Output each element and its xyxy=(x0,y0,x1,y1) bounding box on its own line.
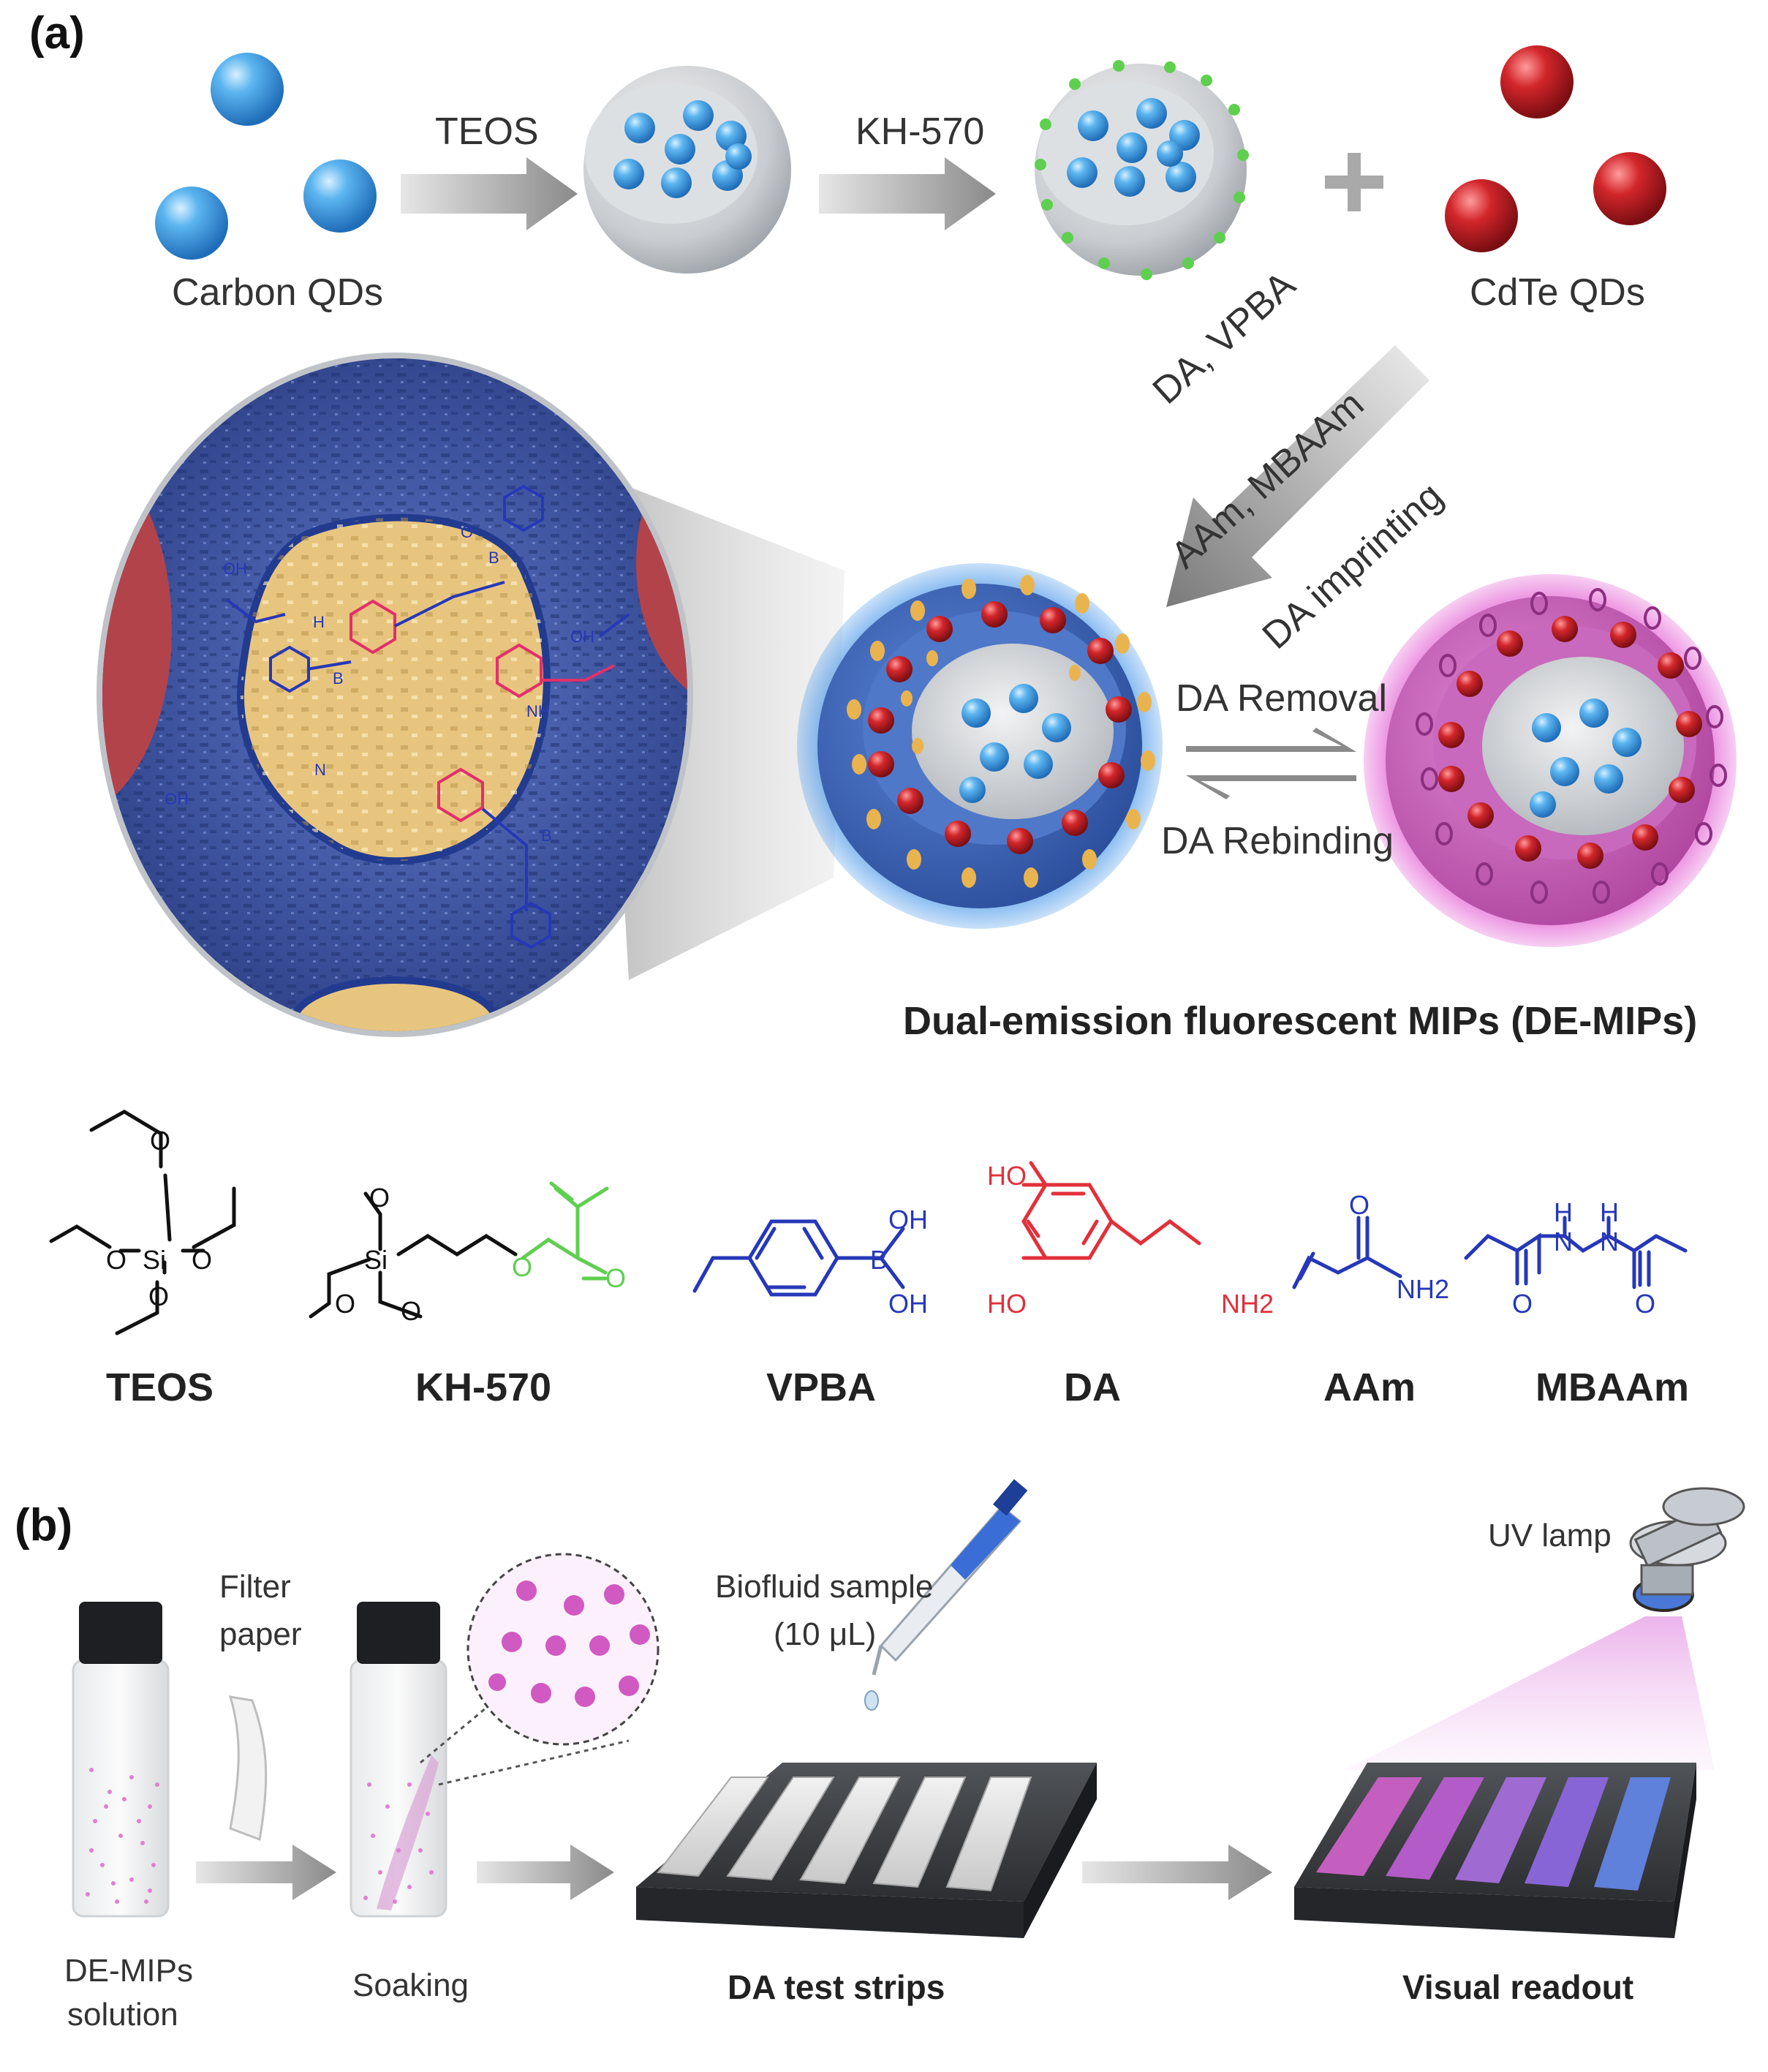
de-mips-vial xyxy=(72,1602,170,1918)
zoom-label-oh2: OH xyxy=(570,628,594,646)
chemical-structures xyxy=(49,1110,1688,1336)
uv-lamp-label: UV lamp xyxy=(1488,1518,1612,1553)
zoom-label-b: B xyxy=(488,549,499,567)
imprinting-arrow xyxy=(1166,345,1429,607)
carbon-qds-label: Carbon QDs xyxy=(172,271,383,314)
teos-arrow-label: TEOS xyxy=(435,110,539,153)
biofluid-label-1: Biofluid sample xyxy=(715,1569,934,1605)
pipette-icon xyxy=(864,1479,1028,1711)
soaking-label: Soaking xyxy=(352,1967,469,2003)
da-removal-label: DA Removal xyxy=(1176,677,1387,720)
zoom-detail-circle: OH H O B B NH OH N OH B xyxy=(97,353,693,1037)
kh570-o-bottom: O xyxy=(401,1296,421,1326)
readout-test-strip-board xyxy=(1294,1763,1696,1938)
plus-sign xyxy=(1325,153,1383,211)
kh570-arrow-label: KH-570 xyxy=(855,110,985,153)
zoom-label-h: H xyxy=(313,613,325,631)
teos-o-bottom: O xyxy=(148,1281,169,1311)
zoom-label-b3: B xyxy=(541,826,552,845)
mbaam-n2: N xyxy=(1600,1227,1619,1257)
pink-de-mip-sphere xyxy=(1364,574,1737,947)
da-ho-top: HO xyxy=(987,1161,1027,1191)
blue-de-mip-sphere xyxy=(797,563,1163,929)
mbaam-o1: O xyxy=(1512,1289,1533,1319)
process-arrow-2 xyxy=(477,1845,614,1900)
zoom-label-n: N xyxy=(314,761,326,779)
kh570-o-left: O xyxy=(335,1289,355,1319)
aam-o: O xyxy=(1349,1190,1370,1220)
de-mips-title: Dual-emission fluorescent MIPs (DE-MIPs) xyxy=(903,999,1698,1043)
mbaam-o2: O xyxy=(1635,1289,1655,1319)
vpba-structure xyxy=(692,1219,905,1297)
aam-nh2: NH2 xyxy=(1397,1274,1449,1304)
da-structure xyxy=(1021,1161,1201,1260)
teos-structure xyxy=(49,1110,236,1336)
teos-arrow xyxy=(401,157,578,230)
mbaam-structure xyxy=(1464,1216,1688,1289)
da-test-strips-label: DA test strips xyxy=(728,1968,945,2006)
kh570-name: KH-570 xyxy=(415,1365,552,1409)
panel-a-label: (a) xyxy=(29,8,85,59)
silica-coated-sphere xyxy=(583,66,791,274)
teos-o-top: O xyxy=(150,1126,170,1156)
da-name: DA xyxy=(1064,1365,1121,1409)
process-arrow-1 xyxy=(196,1845,336,1900)
cdte-qds-label: CdTe QDs xyxy=(1470,271,1645,314)
filter-paper-label-1: Filter xyxy=(219,1569,291,1605)
carbon-qds-cluster xyxy=(155,53,377,260)
visual-readout-label: Visual readout xyxy=(1402,1968,1634,2006)
filter-paper-strip xyxy=(228,1695,268,1842)
de-mips-solution-label-1: DE-MIPs xyxy=(64,1953,193,1989)
teos-o-right: O xyxy=(192,1245,212,1275)
da-nh2: NH2 xyxy=(1221,1289,1274,1319)
blank-test-strip-board xyxy=(636,1763,1097,1938)
da-ho-bottom: HO xyxy=(987,1289,1027,1319)
zoom-label-nh: NH xyxy=(526,702,550,720)
mbaam-h2: H xyxy=(1600,1197,1619,1227)
de-mips-solution-label-2: solution xyxy=(67,1997,178,2033)
uv-beam xyxy=(1345,1616,1715,1770)
vpba-oh-top: OH xyxy=(888,1205,928,1235)
kh570-arrow xyxy=(819,157,996,230)
soaking-vial xyxy=(350,1602,630,1918)
vpba-name: VPBA xyxy=(766,1365,877,1409)
aam-structure xyxy=(1292,1216,1402,1289)
biofluid-label-2: (10 μL) xyxy=(774,1616,877,1652)
mbaam-h1: H xyxy=(1554,1197,1573,1227)
vpba-b: B xyxy=(870,1245,888,1275)
zoom-label-o: O xyxy=(461,523,473,541)
da-rebinding-label: DA Rebinding xyxy=(1161,820,1394,862)
aam-name: AAm xyxy=(1323,1365,1416,1409)
panel-b-label: (b) xyxy=(15,1500,73,1551)
teos-name: TEOS xyxy=(106,1365,214,1409)
kh570-o-top: O xyxy=(369,1183,390,1213)
mbaam-n1: N xyxy=(1554,1227,1573,1257)
cdte-qds-cluster xyxy=(1445,45,1666,252)
kh570-si: Si xyxy=(364,1245,388,1275)
equilibrium-arrows xyxy=(1186,728,1356,799)
zoom-label-oh3: OH xyxy=(165,790,189,808)
magnified-particles xyxy=(466,1553,660,1746)
uv-lamp-icon xyxy=(1629,1487,1745,1612)
teos-si: Si xyxy=(143,1245,166,1275)
kh570-modified-sphere xyxy=(1035,60,1249,280)
vpba-oh-bottom: OH xyxy=(888,1289,928,1319)
filter-paper-label-2: paper xyxy=(219,1616,302,1652)
zoom-label-b2: B xyxy=(333,669,344,687)
kh570-o-carbonyl: O xyxy=(605,1263,626,1293)
mbaam-name: MBAAm xyxy=(1535,1365,1689,1409)
teos-o-left: O xyxy=(106,1245,126,1275)
zoom-label-oh: OH xyxy=(223,560,247,578)
process-arrow-3 xyxy=(1082,1845,1272,1900)
kh570-o-ester: O xyxy=(512,1252,532,1282)
kh570-structure xyxy=(309,1181,609,1319)
